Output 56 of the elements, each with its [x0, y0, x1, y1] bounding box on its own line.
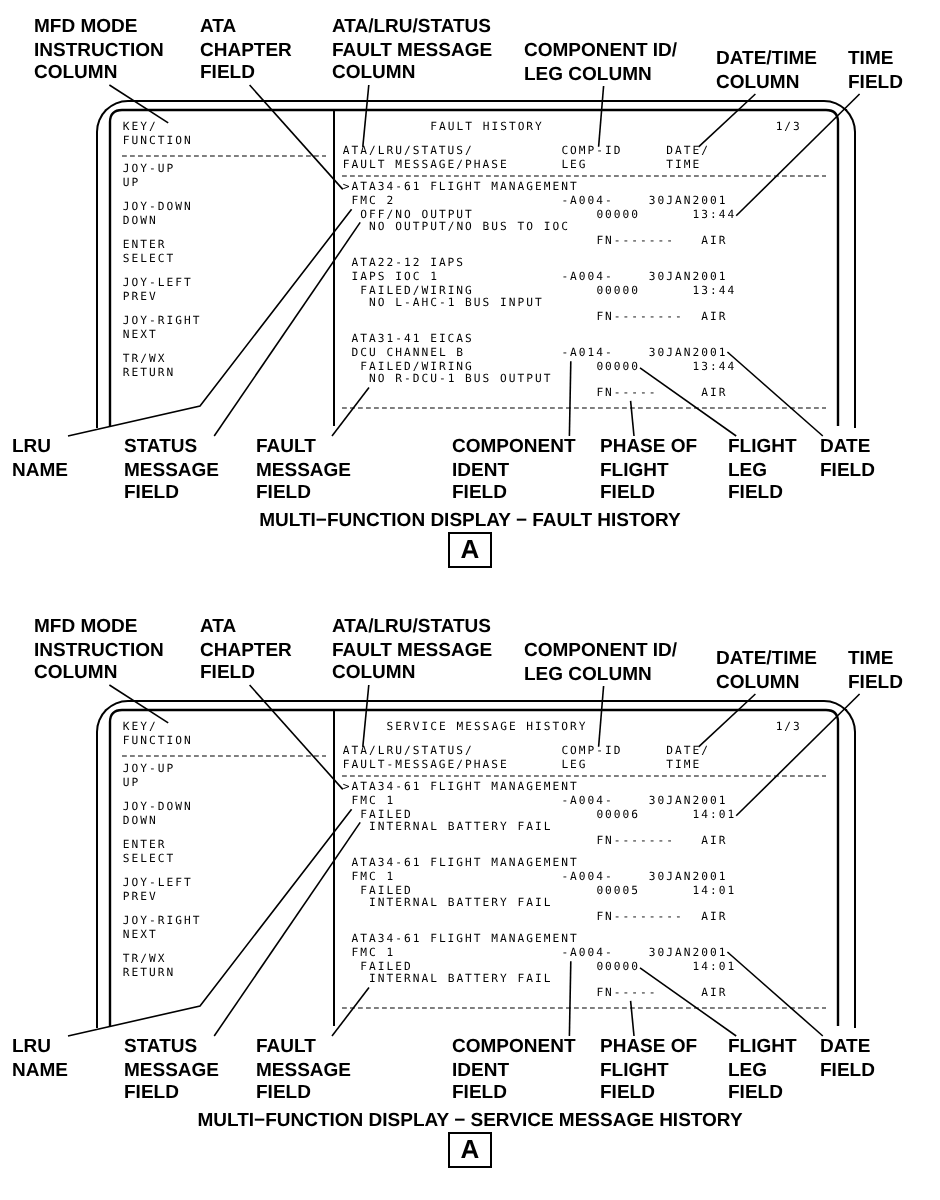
leader-line [331, 386, 370, 437]
leader-line [639, 367, 737, 437]
callout-label: ATA CHAPTER FIELD [200, 16, 292, 85]
callout-label: DATE/TIME COLUMN [716, 648, 817, 694]
callout-label: DATE FIELD [820, 1036, 875, 1082]
leader-line [726, 351, 824, 437]
leader-line [629, 1000, 635, 1037]
callout-label: TIME FIELD [848, 48, 903, 94]
callout-label: COMPONENT IDENT FIELD [452, 1036, 576, 1105]
leader-line [639, 967, 737, 1037]
callout-label: MFD MODE INSTRUCTION COLUMN [34, 616, 164, 685]
callout-label: ATA/LRU/STATUS FAULT MESSAGE COLUMN [332, 616, 493, 685]
leader-line [735, 93, 861, 217]
leader-line [629, 400, 635, 437]
figure-caption: MULTI−FUNCTION DISPLAY − FAULT HISTORY [259, 510, 681, 533]
leader-line [697, 693, 757, 748]
leader-line [726, 951, 824, 1037]
leader-line [735, 693, 861, 817]
leader-line [67, 208, 353, 437]
leader-line [108, 84, 169, 124]
leader-line [108, 684, 169, 724]
leader-line [248, 684, 344, 791]
callout-label: COMPONENT ID/ LEG COLUMN [524, 40, 678, 86]
callout-label: ATA/LRU/STATUS FAULT MESSAGE COLUMN [332, 16, 493, 85]
callout-label: LRU NAME [12, 436, 68, 482]
leader-line [213, 221, 361, 437]
callout-label: TIME FIELD [848, 648, 903, 694]
leader-line [568, 360, 572, 437]
callout-label: DATE FIELD [820, 436, 875, 482]
callout-label: FLIGHT LEG FIELD [728, 436, 797, 505]
callout-label: COMPONENT IDENT FIELD [452, 436, 576, 505]
callout-label: FAULT MESSAGE FIELD [256, 436, 352, 505]
callout-label: STATUS MESSAGE FIELD [124, 436, 220, 505]
leader-line [597, 685, 605, 748]
callout-label: MFD MODE INSTRUCTION COLUMN [34, 16, 164, 85]
callout-label: DATE/TIME COLUMN [716, 48, 817, 94]
view-label: A [448, 532, 492, 568]
leader-line [597, 85, 605, 148]
callout-label: FLIGHT LEG FIELD [728, 1036, 797, 1105]
leader-line [67, 808, 353, 1037]
callout-label: PHASE OF FLIGHT FIELD [600, 436, 698, 505]
leader-line [697, 93, 757, 148]
callout-label: COMPONENT ID/ LEG COLUMN [524, 640, 678, 686]
leader-line [331, 986, 370, 1037]
leader-line [362, 684, 370, 748]
leader-line [213, 821, 361, 1037]
leader-line [568, 960, 572, 1037]
figure-caption: MULTI−FUNCTION DISPLAY − SERVICE MESSAGE HISTORY [197, 1110, 743, 1133]
view-label: A [448, 1132, 492, 1168]
leader-line [362, 84, 370, 148]
callout-label: FAULT MESSAGE FIELD [256, 1036, 352, 1105]
callout-label: ATA CHAPTER FIELD [200, 616, 292, 685]
callout-label: PHASE OF FLIGHT FIELD [600, 1036, 698, 1105]
callout-label: STATUS MESSAGE FIELD [124, 1036, 220, 1105]
callout-label: LRU NAME [12, 1036, 68, 1082]
leader-line [248, 84, 344, 191]
